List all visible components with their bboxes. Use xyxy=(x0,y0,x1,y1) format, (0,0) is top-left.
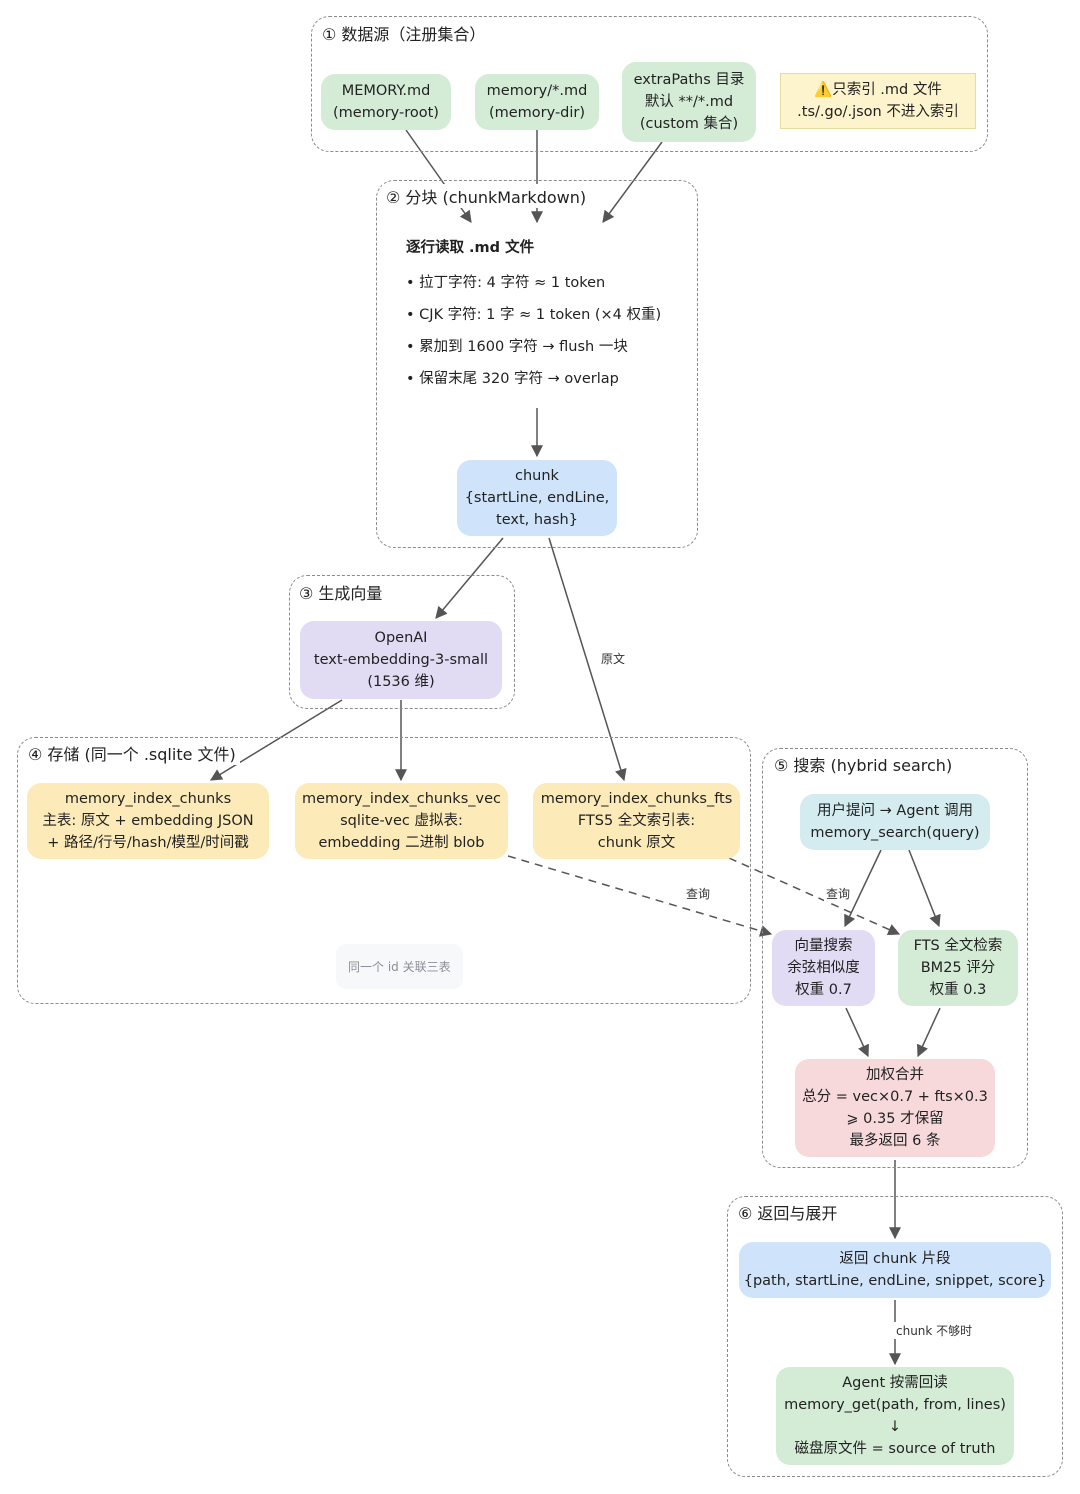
note-md-only: ⚠️只索引 .md 文件 .ts/.go/.json 不进入索引 xyxy=(780,73,976,129)
storage-note: 同一个 id 关联三表 xyxy=(336,944,463,989)
edge-label-query-vec: 查询 xyxy=(684,885,713,902)
node-agent-readback: Agent 按需回读 memory_get(path, from, lines)… xyxy=(776,1367,1014,1465)
chunking-title: 逐行读取 .md 文件 xyxy=(406,240,535,256)
group-storage-label: ④ 存储 (同一个 .sqlite 文件) xyxy=(24,741,240,765)
edge-fts-to-merge xyxy=(917,1007,941,1058)
node-fts-table: memory_index_chunks_fts FTS5 全文索引表: chun… xyxy=(533,783,740,859)
node-chunk: chunk {startLine, endLine, text, hash} xyxy=(457,460,617,536)
node-extra-paths: extraPaths 目录 默认 **/*.md (custom 集合) xyxy=(622,62,756,142)
chunking-rule: • 累加到 1600 字符 → flush 一块 xyxy=(406,339,628,355)
group-chunking xyxy=(376,180,698,548)
node-chunks-table: memory_index_chunks 主表: 原文 + embedding J… xyxy=(27,783,269,859)
node-vec-table: memory_index_chunks_vec sqlite-vec 虚拟表: … xyxy=(295,783,508,859)
group-search-label: ⑤ 搜索 (hybrid search) xyxy=(770,752,957,776)
edge-label-not-enough: chunk 不够时 xyxy=(894,1322,975,1339)
node-user-query: 用户提问 → Agent 调用 memory_search(query) xyxy=(800,794,990,850)
chunking-rule: • 拉丁字符: 4 字符 ≈ 1 token xyxy=(406,275,606,291)
edge-label-query-fts: 查询 xyxy=(824,885,853,902)
node-fts-search: FTS 全文检索 BM25 评分 权重 0.3 xyxy=(898,930,1018,1006)
edge-vec-table-to-vector-search xyxy=(507,855,773,937)
group-embedding-label: ③ 生成向量 xyxy=(295,580,387,604)
node-openai-embedding: OpenAI text-embedding-3-small (1536 维) xyxy=(300,621,502,699)
edge-embedding-to-chunks-table xyxy=(209,699,343,781)
group-storage xyxy=(17,737,751,1004)
chunking-rule: • 保留末尾 320 字符 → overlap xyxy=(406,371,619,387)
node-return-chunks: 返回 chunk 片段 {path, startLine, endLine, s… xyxy=(739,1242,1051,1298)
chunking-rule: • CJK 字符: 1 字 ≈ 1 token (×4 权重) xyxy=(406,307,662,323)
group-return xyxy=(727,1196,1063,1477)
group-embedding xyxy=(289,575,515,709)
edge-chunk-to-fts-table xyxy=(548,537,627,782)
edge-label-raw: 原文 xyxy=(599,650,628,667)
edge-query-to-fts xyxy=(908,849,941,928)
chunking-rules: 逐行读取 .md 文件 • 拉丁字符: 4 字符 ≈ 1 token • CJK… xyxy=(406,236,661,399)
edge-fts-table-to-fts-search xyxy=(728,857,901,936)
group-data-sources-label: ① 数据源（注册集合） xyxy=(318,21,490,45)
group-search xyxy=(762,748,1028,1168)
group-data-sources xyxy=(311,16,988,152)
node-vector-search: 向量搜索 余弦相似度 权重 0.7 xyxy=(772,930,875,1006)
edge-vector-to-merge xyxy=(845,1007,869,1058)
group-return-label: ⑥ 返回与展开 xyxy=(734,1200,842,1224)
edge-extra-to-chunking xyxy=(602,141,663,223)
edge-chunk-to-embedding xyxy=(435,537,504,619)
node-memory-root: MEMORY.md (memory-root) xyxy=(321,74,451,130)
group-chunking-label: ② 分块 (chunkMarkdown) xyxy=(382,184,591,208)
node-weighted-merge: 加权合并 总分 = vec×0.7 + fts×0.3 ⩾ 0.35 才保留 最… xyxy=(795,1059,995,1157)
node-memory-dir: memory/*.md (memory-dir) xyxy=(475,74,599,130)
